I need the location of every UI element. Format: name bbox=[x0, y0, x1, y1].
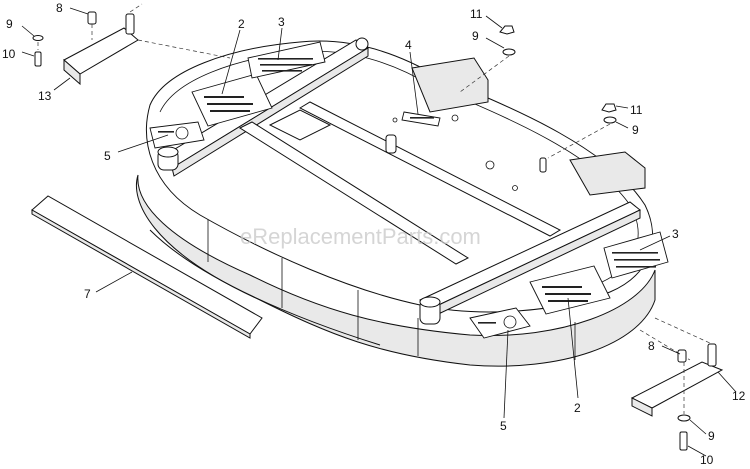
callout-2-lower: 2 bbox=[574, 401, 581, 415]
hardware-upper-right bbox=[459, 25, 617, 159]
callout-12: 12 bbox=[732, 389, 746, 403]
decal-5-upper bbox=[149, 121, 205, 149]
decal-3-lower bbox=[603, 231, 669, 279]
callout-5-upper: 5 bbox=[104, 149, 111, 163]
deflector-plate-7 bbox=[31, 195, 263, 339]
callout-13: 13 bbox=[38, 89, 52, 103]
callout-10-upper: 10 bbox=[2, 47, 16, 61]
decal-4 bbox=[401, 111, 441, 127]
callout-2-upper: 2 bbox=[238, 17, 245, 31]
decal-2-lower bbox=[529, 265, 611, 315]
callout-9-lower: 9 bbox=[708, 429, 715, 443]
callout-9-upper-left: 9 bbox=[6, 17, 13, 31]
callout-4: 4 bbox=[405, 38, 412, 52]
callout-10-lower: 10 bbox=[700, 453, 714, 467]
callout-5-lower: 5 bbox=[500, 419, 507, 433]
decal-5-lower bbox=[469, 307, 531, 339]
bracket-13 bbox=[63, 3, 231, 86]
callout-3-lower: 3 bbox=[672, 227, 679, 241]
callout-8-lower: 8 bbox=[648, 339, 655, 353]
callout-11-right: 11 bbox=[630, 103, 643, 117]
watermark: eReplacementParts.com bbox=[240, 224, 481, 249]
discharge-brackets bbox=[411, 57, 646, 196]
callout-9-upper-right: 9 bbox=[472, 29, 479, 43]
hardware-lower-right bbox=[677, 349, 691, 451]
callout-7: 7 bbox=[84, 287, 91, 301]
leader-lines bbox=[21, 7, 737, 457]
callout-8-upper: 8 bbox=[56, 1, 63, 15]
callout-11-upper: 11 bbox=[470, 7, 483, 21]
decal-3-upper bbox=[247, 41, 326, 79]
callout-3-upper: 3 bbox=[278, 15, 285, 29]
decal-2-upper bbox=[191, 73, 273, 127]
hardware-upper-left bbox=[32, 11, 97, 67]
bracket-12 bbox=[630, 317, 724, 417]
callout-9-right: 9 bbox=[632, 123, 639, 137]
